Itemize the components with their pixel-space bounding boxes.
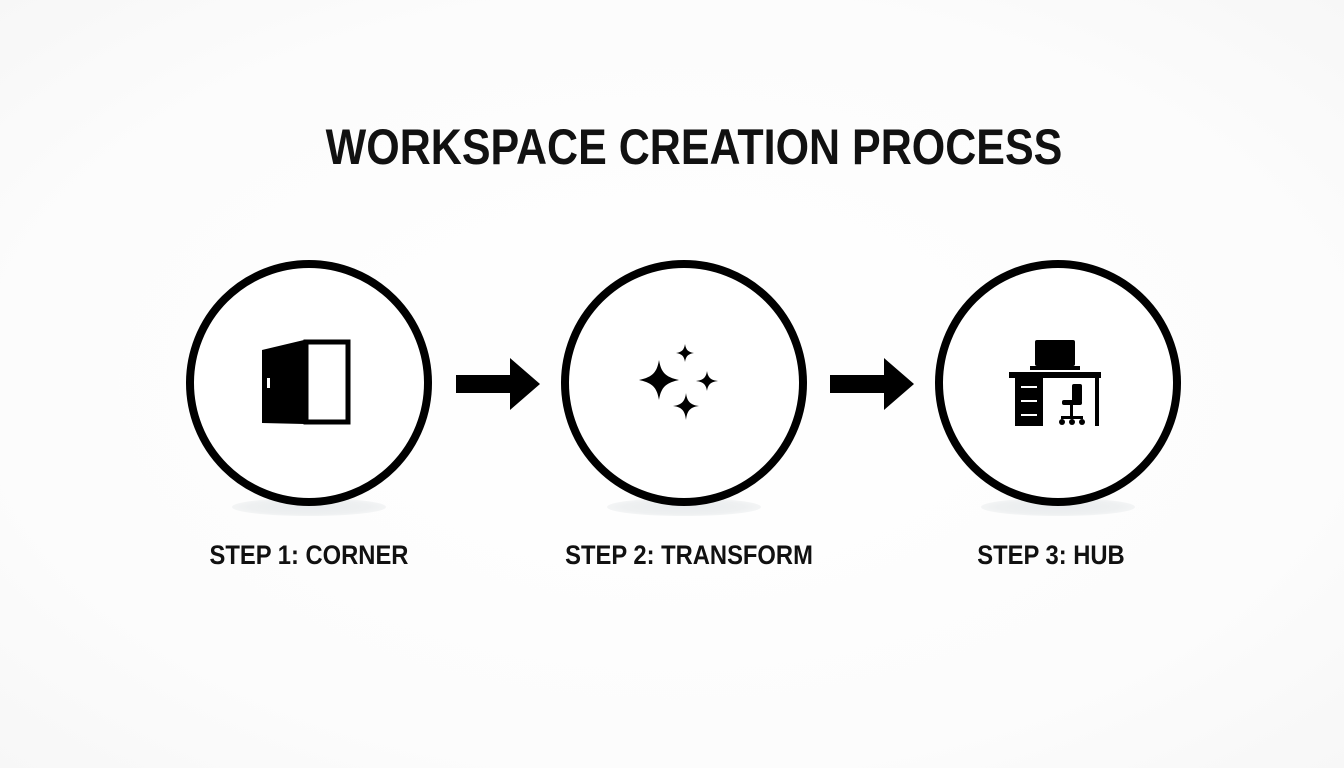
step-1-label: STEP 1: CORNER [209,540,409,570]
step-1 [186,260,432,516]
step-1-circle [186,260,432,506]
step-3 [935,260,1181,516]
step-2-label: STEP 2: TRANSFORM [565,540,813,570]
step-3-circle [935,260,1181,506]
step-1-shadow [232,498,386,516]
step-2 [561,260,807,516]
door-icon [262,339,351,425]
step-2-shadow [607,498,761,516]
sparkles-icon [639,344,718,420]
step-2-circle [561,260,807,506]
desk-workstation-icon [1009,340,1101,426]
arrow-right-icon-1 [456,358,540,410]
diagram-title: WORKSPACE CREATION PROCESS [325,119,1063,175]
step-3-shadow [981,498,1135,516]
step-3-label: STEP 3: HUB [977,540,1125,570]
arrow-right-icon-2 [830,358,914,410]
